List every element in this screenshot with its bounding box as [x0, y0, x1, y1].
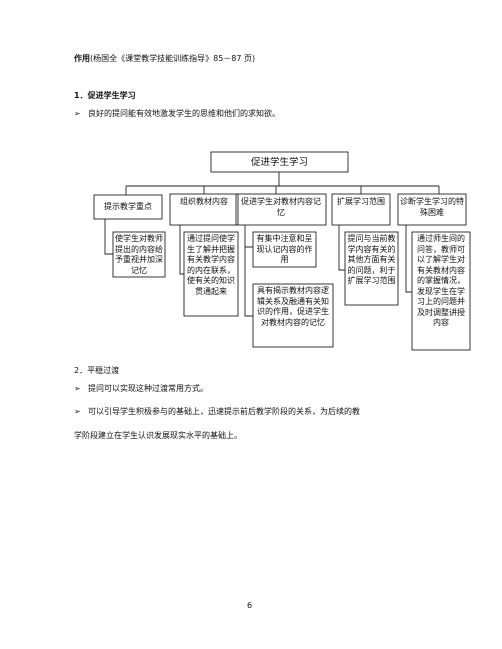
bullet-arrow-icon: ➢ [74, 109, 81, 118]
section2-bullet-1: 提问可以实现这种过渡常用方式。 [88, 384, 208, 393]
branch-box-1 [93, 194, 163, 220]
detail-label-4: 具有揭示教材内容逻辑关系及融通有关知识的作用，促进学生对教材内容的记忆 [257, 286, 329, 327]
detail-box-5 [344, 231, 399, 306]
detail-connector-2 [179, 225, 184, 275]
branch-label-1: 提示教学重点 [104, 202, 152, 211]
page-number: 6 [247, 601, 253, 610]
detail-box-6 [411, 231, 471, 351]
detail-connector-4 [338, 225, 345, 271]
branch-label-2: 组织教材内容 [180, 197, 228, 206]
detail-box-3 [252, 231, 317, 268]
detail-connector-1 [104, 219, 113, 255]
branch-label-5: 诊断学生学习的特殊困难 [400, 197, 464, 217]
detail-box-4 [252, 283, 334, 348]
section1-title: 1．促进学生学习 [74, 91, 136, 100]
root-label: 促进学生学习 [250, 157, 308, 168]
detail-label-5: 提问与当前教学内容有关的其他方面有关的问题，利于扩展学习范围 [347, 234, 396, 285]
intro-heading-rest: (杨国全《课堂教学技能训练指导》85－87 页) [90, 54, 256, 63]
root-box [210, 151, 349, 173]
bullet-arrow-icon: ➢ [74, 384, 81, 393]
detail-label-6: 通过师生间的问答，教师可以了解学生对有关教材内容的掌握情况，发现学生在学习上的问… [417, 234, 465, 327]
branch-box-5 [397, 193, 467, 226]
branch-box-2 [169, 193, 239, 226]
branch-label-3: 促进学生对教材内容记忆 [241, 197, 321, 217]
detail-box-2 [183, 231, 239, 317]
detail-connector-5 [405, 225, 412, 293]
intro-heading: 作用(杨国全《课堂教学技能训练指导》85－87 页) [74, 53, 255, 64]
intro-heading-bold: 作用 [74, 54, 90, 63]
section2-bullet-2-line2: 学阶段建立在学生认识发展现实水平的基础上。 [74, 431, 242, 440]
branch-box-4 [331, 193, 391, 226]
branch-label-4: 扩展学习范围 [337, 197, 385, 206]
section2-bullet-2-line1: 可以引导学生积极参与的基础上，迅速提示前后教学阶段的关系，为后续的教 [88, 407, 360, 416]
detail-connector-3a [244, 225, 253, 248]
detail-connector-3b [244, 247, 253, 317]
detail-label-2: 通过提问使学生了解并把握有关教学内容的内在联系，使有关的知识贯通起来 [187, 234, 235, 296]
bullet-arrow-icon: ➢ [74, 407, 81, 416]
section1-bullet: 良好的提问能有效地激发学生的思维和他们的求知欲。 [88, 109, 280, 118]
section2-title: 2．平稳过渡 [74, 366, 120, 375]
detail-label-3: 有集中注意和呈现认记内容的作用 [256, 234, 313, 264]
branch-box-3 [235, 193, 327, 226]
detail-label-1: 使学生对教师提出的内容给予重视并加深记忆 [115, 234, 163, 275]
detail-box-1 [112, 231, 166, 278]
